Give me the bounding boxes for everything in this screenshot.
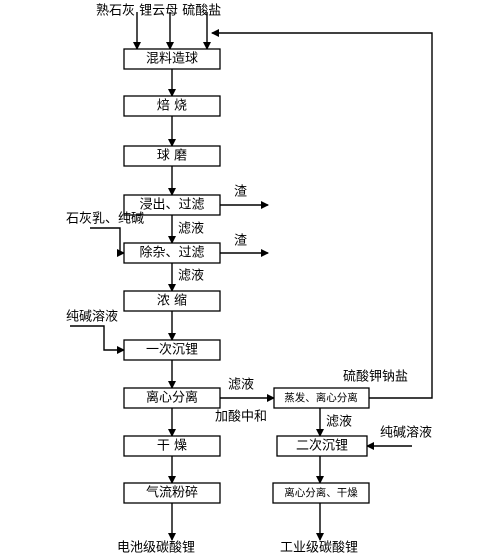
filtrate-label-4: 滤液 bbox=[326, 415, 352, 430]
step-leaching-label: 浸出、过滤 bbox=[139, 198, 204, 213]
step-drying-label: 干 燥 bbox=[157, 439, 187, 454]
battery-grade-output: 电池级碳酸锂 bbox=[117, 541, 195, 556]
step-impurity-removal: 除杂、过滤 bbox=[123, 242, 221, 264]
lime-soda-label: 石灰乳、纯碱 bbox=[66, 212, 144, 227]
step-drying: 干 燥 bbox=[123, 435, 221, 457]
arrow-soda-input-1 bbox=[70, 325, 125, 354]
arrow-recycle-loop bbox=[211, 29, 433, 399]
step-air-milling: 气流粉碎 bbox=[123, 482, 221, 504]
step-centrifuge-dry-label: 离心分离、干燥 bbox=[284, 486, 358, 499]
industrial-grade-output: 工业级碳酸锂 bbox=[280, 541, 358, 556]
step-milling-label: 球 磨 bbox=[157, 149, 187, 164]
sulfate-recycle-label: 硫酸钾钠盐 bbox=[343, 370, 408, 385]
step-impurity-removal-label: 除杂、过滤 bbox=[139, 246, 204, 261]
step-second-precipitation: 二次沉锂 bbox=[276, 435, 368, 457]
filtrate-label-2: 滤液 bbox=[178, 269, 204, 284]
step-concentration: 浓 缩 bbox=[123, 290, 221, 312]
step-first-precipitation: 一次沉锂 bbox=[123, 339, 221, 361]
acid-neutralize-label: 加酸中和 bbox=[215, 410, 267, 425]
step-first-precipitation-label: 一次沉锂 bbox=[146, 342, 198, 358]
step-centrifuge: 离心分离 bbox=[123, 387, 221, 409]
step-centrifuge-label: 离心分离 bbox=[146, 390, 198, 406]
residue-label-2: 渣 bbox=[234, 234, 247, 249]
step-centrifuge-dry: 离心分离、干燥 bbox=[272, 482, 370, 504]
soda-solution-label-2: 纯碱溶液 bbox=[380, 426, 432, 441]
step-milling: 球 磨 bbox=[123, 145, 221, 167]
step-evaporation: 蒸发、离心分离 bbox=[273, 387, 370, 409]
step-roasting-label: 焙 烧 bbox=[157, 99, 187, 114]
step-mixing: 混料造球 bbox=[123, 48, 221, 70]
step-air-milling-label: 气流粉碎 bbox=[146, 485, 198, 501]
raw-materials-label: 熟石灰 锂云母 硫酸盐 bbox=[96, 3, 221, 19]
soda-solution-label-1: 纯碱溶液 bbox=[66, 310, 118, 325]
step-leaching: 浸出、过滤 bbox=[123, 194, 221, 216]
step-evaporation-label: 蒸发、离心分离 bbox=[284, 391, 358, 404]
residue-label-1: 渣 bbox=[234, 185, 247, 200]
filtrate-label-1: 滤液 bbox=[178, 222, 204, 237]
step-concentration-label: 浓 缩 bbox=[157, 293, 187, 309]
filtrate-label-3: 滤液 bbox=[228, 378, 254, 393]
step-roasting: 焙 烧 bbox=[123, 95, 221, 117]
step-second-precipitation-label: 二次沉锂 bbox=[296, 438, 348, 454]
step-mixing-label: 混料造球 bbox=[146, 52, 198, 67]
arrow-lime-soda-input bbox=[90, 227, 125, 257]
